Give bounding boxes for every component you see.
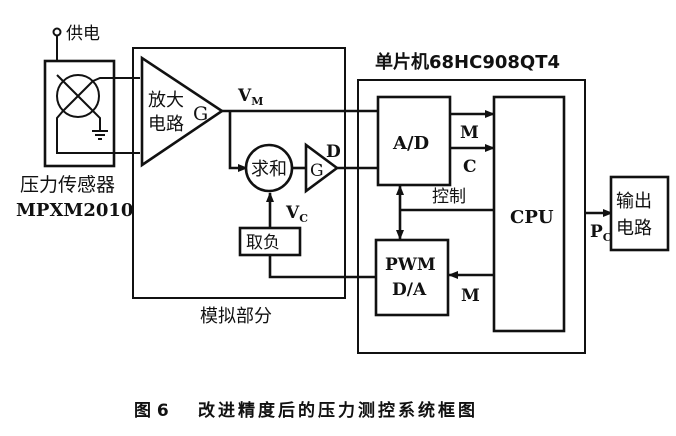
cpu-label: CPU [510,207,554,228]
figure-caption: 改进精度后的压力测控系统框图 [198,400,478,421]
negate-label: 取负 [246,233,280,253]
svg-text:求和: 求和 [251,159,287,180]
pwm-label-line1: PWM [385,255,436,275]
control-label: 控制 [432,187,466,207]
sum-node: 求和 [244,143,294,193]
svg-text:D: D [326,142,341,162]
c-label: C [463,157,477,177]
output-circuit-block [609,175,670,252]
pwm-label-line2: D/A [392,280,427,300]
cpu-block [492,95,566,333]
vm-to-sum-line [228,111,248,172]
svg-text:放大: 放大 [148,90,184,111]
gain-stage: G D [304,142,341,194]
figure-number: 图 6 [134,401,169,421]
output-label-line1: 输出 [616,191,652,212]
pwm-to-negate-line [268,255,376,279]
vm-label: VM [237,86,263,108]
sensor-model: MPXM2010 [16,200,133,221]
sensor-label: 压力传感器 [20,174,115,196]
m-label-bottom: M [461,286,480,306]
pressure-sensor [43,59,140,168]
pwm-dac-block [374,238,450,317]
amplifier: 放大 电路 G [140,55,225,168]
vc-label: VC [285,203,308,225]
mcu-boundary [357,79,586,354]
power-label: 供电 [66,24,100,44]
analog-section-boundary [132,47,346,299]
m-label-top: M [460,123,479,143]
ground-icon [92,130,108,140]
svg-text:G: G [310,161,324,181]
output-label-line2: 电路 [616,218,652,239]
mcu-label: 单片机68HC908QT4 [375,51,560,73]
adc-label: A/D [392,133,429,154]
svg-text:G: G [193,103,208,125]
svg-text:电路: 电路 [148,114,184,135]
analog-section-label: 模拟部分 [200,306,272,327]
pc-label: PC [590,222,612,244]
adc-block [376,95,452,187]
